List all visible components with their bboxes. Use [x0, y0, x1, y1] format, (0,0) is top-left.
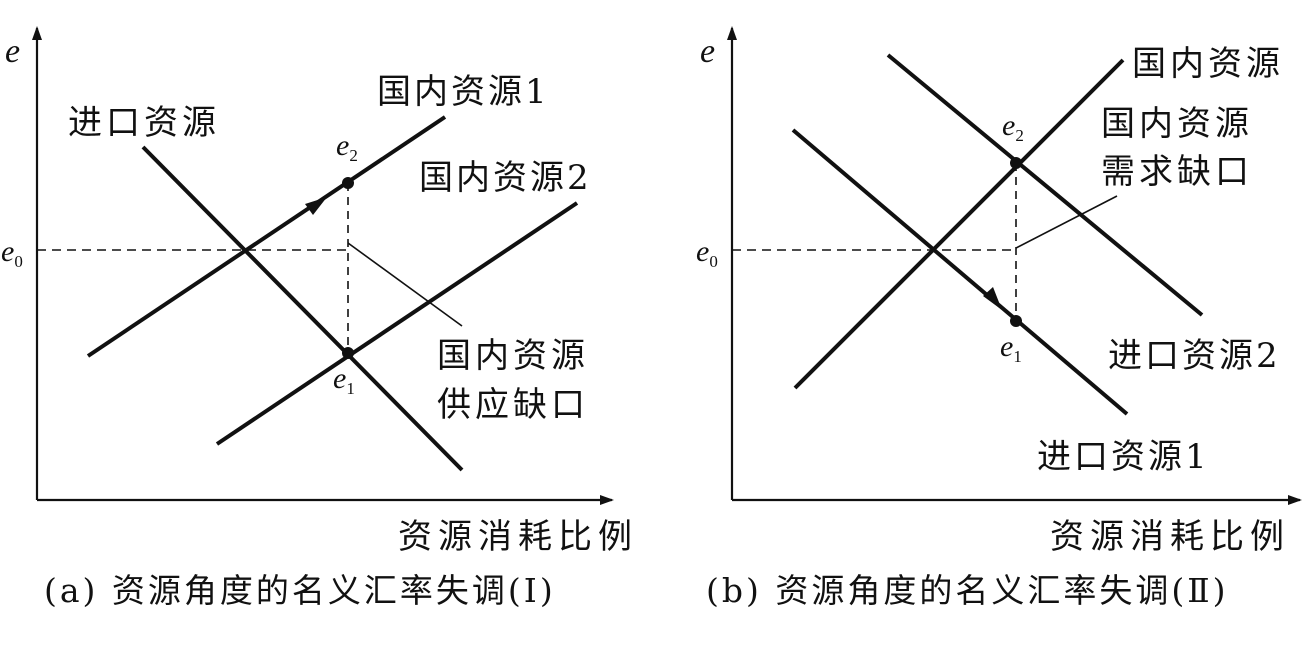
panel-b-import2-line	[886, 53, 1204, 317]
panel-a-e0-label: e0	[1, 235, 23, 271]
panel-b-gap-label-line2: 需求缺口	[1101, 152, 1253, 192]
panel-b-e2-label: e2	[1002, 109, 1024, 145]
panel-b-import1-line	[791, 128, 1129, 416]
panel-b-e0-label: e0	[696, 235, 718, 271]
panel-a-direction-arrow	[305, 197, 327, 215]
panel-a-import-label: 进口资源	[68, 103, 220, 143]
panel-a-domestic1-line	[86, 115, 447, 358]
panel-b-gap-leader-line	[1015, 195, 1118, 249]
panel-a-domestic1-label: 国内资源1	[377, 72, 550, 112]
panel-b-direction-arrow	[983, 287, 1002, 310]
panel-a-import-line	[141, 145, 464, 472]
panel-b-domestic-label: 国内资源	[1132, 44, 1284, 84]
panel-a-caption: (a) 资源角度的名义汇率失调(Ⅰ)	[44, 571, 556, 610]
panel-a: e e0 e2 e1 进口资源 国内资源1 国内资源2 国内资源 供应缺口 资源…	[1, 26, 638, 610]
panel-a-gap-label-line2: 供应缺口	[437, 385, 589, 425]
panel-a-gap-leader-line	[347, 242, 463, 327]
panel-b-caption: (b) 资源角度的名义汇率失调(Ⅱ)	[706, 571, 1229, 610]
panel-b-e1-label: e1	[1000, 330, 1022, 366]
panel-a-domestic2-line	[215, 201, 579, 446]
panel-b: e e0 e2 e1 国内资源 国内资源 需求缺口 进口资源2 进口资源1 资源…	[696, 26, 1302, 610]
panel-b-import2-label: 进口资源2	[1108, 336, 1281, 376]
panel-b-y-axis-label: e	[700, 33, 715, 70]
panel-a-x-axis-label: 资源消耗比例	[398, 517, 638, 557]
panel-b-point-e1	[1010, 315, 1022, 327]
panel-b-point-e2	[1010, 157, 1022, 169]
panel-a-domestic2-label: 国内资源2	[419, 158, 592, 198]
panel-a-e1-label: e1	[333, 362, 355, 398]
panel-a-y-axis-label: e	[5, 33, 20, 70]
panel-b-import1-label: 进口资源1	[1037, 437, 1210, 477]
panel-a-point-e2	[342, 177, 354, 189]
panel-b-gap-label-line1: 国内资源	[1101, 104, 1253, 144]
panel-b-domestic-line	[793, 58, 1125, 390]
panel-a-e2-label: e2	[336, 129, 358, 165]
panel-b-x-axis-label: 资源消耗比例	[1050, 517, 1290, 557]
panel-a-gap-label-line1: 国内资源	[437, 336, 589, 376]
panel-a-point-e1	[342, 347, 354, 359]
